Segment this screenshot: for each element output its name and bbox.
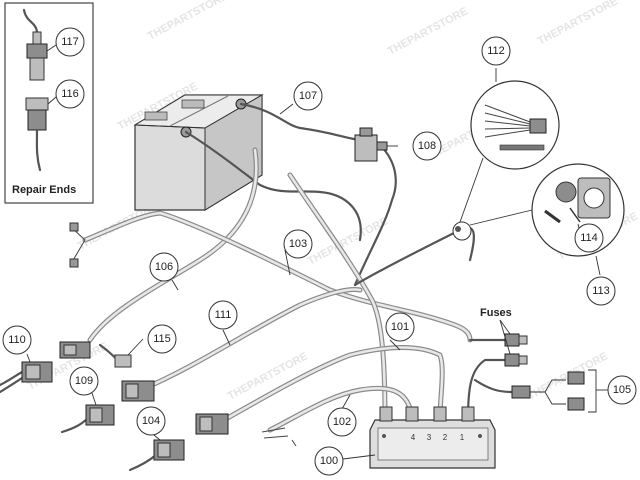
- repair-connector-116: [25, 97, 49, 111]
- repair-ends-title: Repair Ends: [12, 184, 76, 196]
- battery: [133, 94, 264, 211]
- wire-solenoid-down: [353, 143, 397, 287]
- callout-111: [208, 300, 238, 330]
- connector-105a: [567, 371, 585, 385]
- callout-label-112: 112: [487, 45, 505, 57]
- callouts: 107 108 112 114 113 103 106 111 115 110 …: [2, 36, 637, 476]
- callout-label-108: 108: [418, 140, 436, 152]
- wire-to-plug-113: [353, 227, 475, 287]
- control-module: 4 3 2 1: [369, 406, 496, 469]
- callout-label-100: 100: [320, 455, 338, 467]
- callout-101: [385, 312, 415, 342]
- callout-label-105: 105: [613, 384, 631, 396]
- callout-100: [314, 446, 344, 476]
- callout-105: [607, 375, 637, 405]
- connector-105b: [567, 397, 585, 411]
- callout-109: [69, 366, 99, 396]
- callout-label-102: 102: [333, 416, 351, 428]
- pin-label-2: 2: [443, 433, 448, 442]
- callout-label-106: 106: [155, 261, 173, 273]
- pin-label-3: 3: [427, 433, 432, 442]
- repair-wire-116: [35, 128, 42, 172]
- left-connectors: [0, 222, 297, 472]
- callout-107: [293, 81, 323, 111]
- harness-wires: [71, 102, 514, 433]
- callout-102: [327, 407, 357, 437]
- callout-label-117: 117: [61, 36, 79, 48]
- callout-label-103: 103: [289, 238, 307, 250]
- callout-label-113: 113: [592, 285, 610, 297]
- leaders: [26, 103, 401, 460]
- wire-battery-negative: [184, 130, 362, 242]
- callout-115: [147, 324, 177, 354]
- callout-label-111: 111: [215, 309, 232, 321]
- callout-label-104: 104: [142, 415, 160, 427]
- watermark-text: THEPARTSTORE: [386, 5, 470, 57]
- pin-label-1: 1: [460, 433, 465, 442]
- callout-106: [149, 252, 179, 282]
- callout-114: [574, 223, 604, 253]
- callout-label-101: 101: [391, 321, 409, 333]
- callout-label-116: 116: [61, 88, 79, 100]
- callout-112: [481, 36, 511, 66]
- fuses-group: Fuses: [480, 307, 531, 399]
- callout-label-109: 109: [75, 375, 93, 387]
- connector-near-105: [511, 385, 531, 399]
- repair-connector-117-body: [29, 57, 45, 81]
- callout-117: [55, 27, 85, 57]
- connector-115: [114, 354, 132, 368]
- wire-107: [239, 102, 362, 142]
- solenoid-108: [354, 127, 398, 162]
- callout-110: [2, 325, 32, 355]
- fuses-label: Fuses: [480, 307, 512, 319]
- callout-104: [136, 406, 166, 436]
- pin-label-4: 4: [411, 433, 416, 442]
- callout-108: [412, 131, 442, 161]
- watermark-text: THEPARTSTORE: [536, 0, 620, 48]
- repair-wire-117: [22, 8, 39, 34]
- callout-113: [586, 276, 616, 306]
- connectors-105: [530, 369, 608, 413]
- repair-connector-117: [26, 43, 48, 59]
- callout-103: [283, 229, 313, 259]
- callout-label-107: 107: [299, 90, 317, 102]
- detail-112: [459, 68, 560, 223]
- fuse-holder-2: [504, 353, 520, 367]
- callout-label-110: 110: [8, 334, 26, 346]
- callout-label-115: 115: [153, 333, 171, 345]
- repair-ends-inset: 117 116 Repair Ends: [4, 2, 94, 204]
- callout-label-114: 114: [580, 232, 598, 244]
- detail-113: [452, 163, 625, 276]
- watermark-text: THEPARTSTORE: [146, 0, 230, 43]
- callout-116: [55, 79, 85, 109]
